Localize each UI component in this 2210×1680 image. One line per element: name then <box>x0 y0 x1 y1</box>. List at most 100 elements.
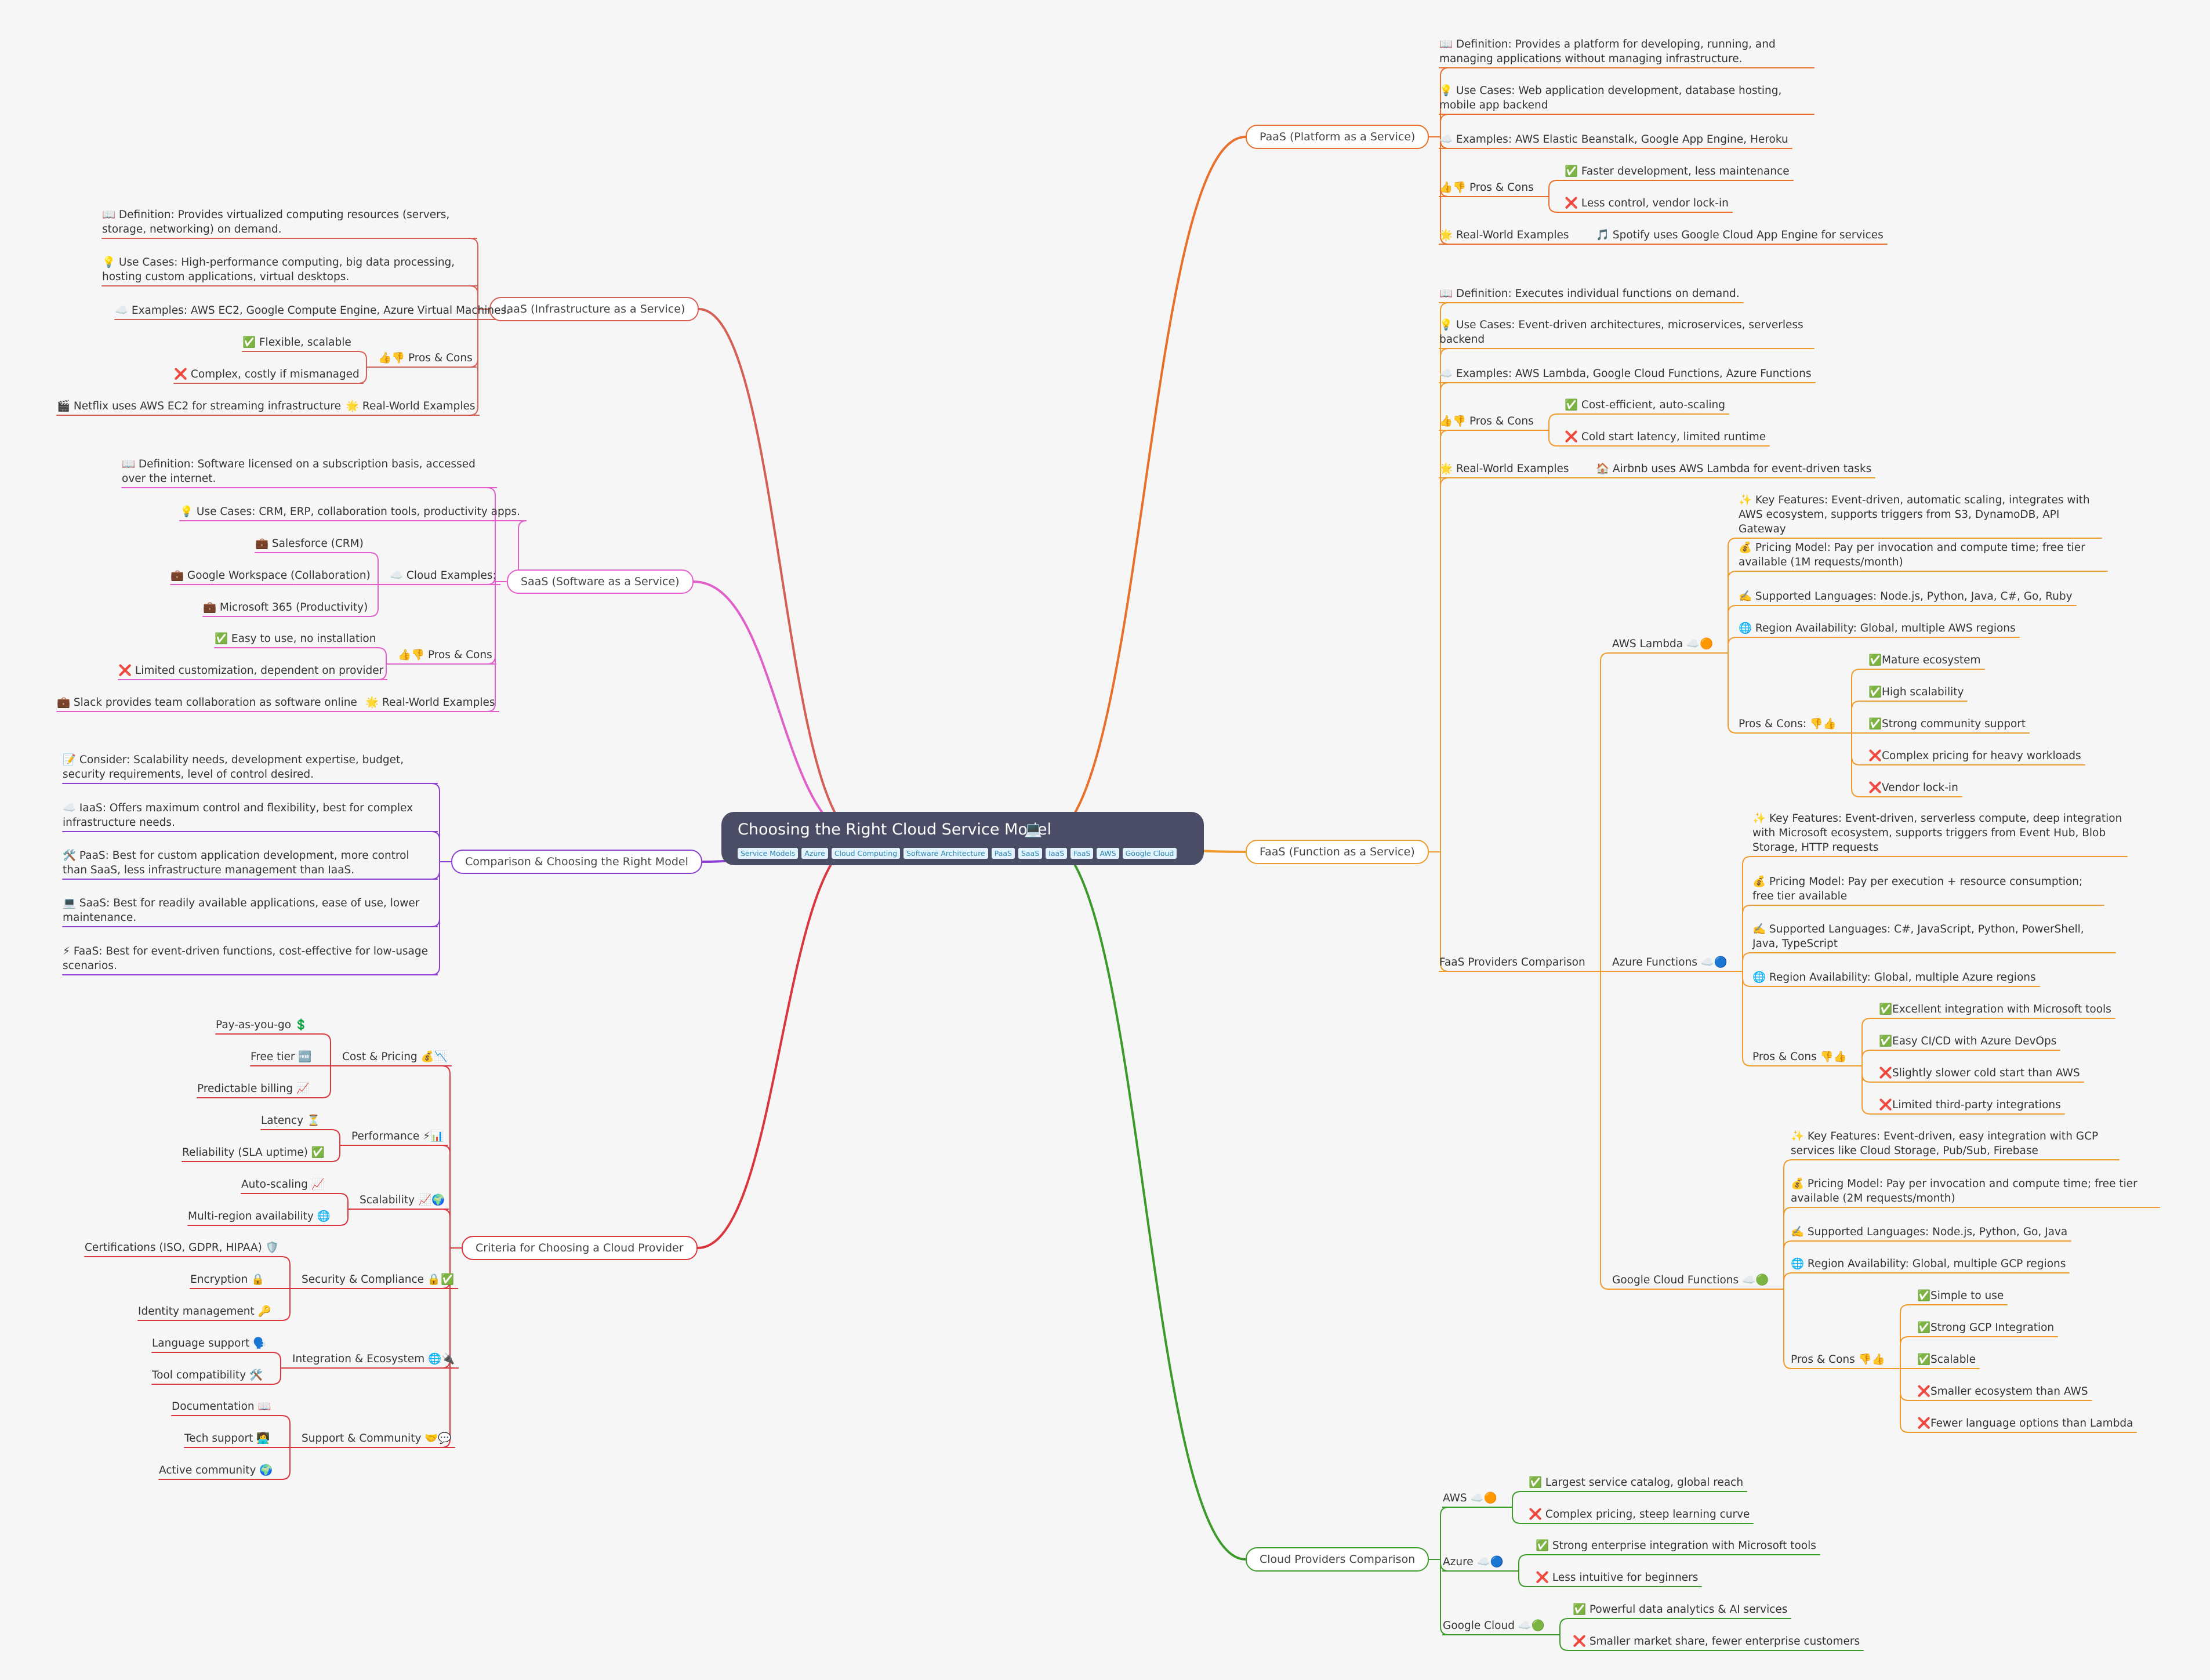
aws-lambda-item[interactable]: ❌Vendor lock-in <box>1868 782 1958 794</box>
aws-lambda-item[interactable]: ✅Strong community support <box>1868 718 2026 730</box>
google-cloud-functions-languages[interactable]: ✍️ Supported Languages: Node.js, Python,… <box>1791 1226 2068 1238</box>
topic-faas[interactable]: FaaS (Function as a Service) <box>1246 840 1429 864</box>
azure-functions-item[interactable]: ❌Limited third-party integrations <box>1879 1099 2061 1111</box>
azure-functions-regions[interactable]: 🌐 Region Availability: Global, multiple … <box>1752 971 2036 984</box>
saas-pros-cons[interactable]: 👍👎 Pros & Cons <box>398 649 492 661</box>
aws-lambda-key-features[interactable]: ✨ Key Features: Event-driven, automatic … <box>1739 494 2090 535</box>
google-cloud-functions-item[interactable]: ❌Fewer language options than Lambda <box>1917 1417 2133 1429</box>
paas-con[interactable]: ❌ Less control, vendor lock-in <box>1565 197 1729 209</box>
saas-real-world-item[interactable]: 💼 Slack provides team collaboration as s… <box>57 696 357 709</box>
faas-con[interactable]: ❌ Cold start latency, limited runtime <box>1565 431 1766 443</box>
provider-google-cloud-con[interactable]: ❌ Smaller market share, fewer enterprise… <box>1573 1635 1860 1648</box>
topic-criteria[interactable]: Criteria for Choosing a Cloud Provider <box>462 1236 698 1260</box>
iaas-use-cases[interactable]: 💡 Use Cases: High-performance computing,… <box>102 256 455 283</box>
aws-lambda[interactable]: AWS Lambda ☁️🟠 <box>1612 638 1713 650</box>
criteria-item[interactable]: Tech support 👩‍💻 <box>184 1432 270 1445</box>
google-cloud-functions-regions[interactable]: 🌐 Region Availability: Global, multiple … <box>1791 1258 2066 1270</box>
paas-examples[interactable]: ☁️ Examples: AWS Elastic Beanstalk, Goog… <box>1439 133 1788 146</box>
google-cloud-functions-key-features[interactable]: ✨ Key Features: Event-driven, easy integ… <box>1791 1130 2099 1157</box>
saas-cloud-item[interactable]: 💼 Salesforce (CRM) <box>255 538 364 550</box>
paas-use-cases[interactable]: 💡 Use Cases: Web application development… <box>1439 85 1782 111</box>
google-cloud-functions-item[interactable]: ❌Smaller ecosystem than AWS <box>1917 1385 2088 1398</box>
criteria-item[interactable]: Active community 🌍 <box>159 1464 273 1476</box>
google-cloud-functions-pros-cons[interactable]: Pros & Cons 👎👍 <box>1791 1354 1885 1366</box>
faas-providers-comparison[interactable]: FaaS Providers Comparison <box>1439 956 1585 968</box>
aws-lambda-regions[interactable]: 🌐 Region Availability: Global, multiple … <box>1739 622 2016 634</box>
faas-examples[interactable]: ☁️ Examples: AWS Lambda, Google Cloud Fu… <box>1439 368 1812 380</box>
criteria-item[interactable]: Multi-region availability 🌐 <box>188 1210 331 1222</box>
criteria-group-cost[interactable]: Cost & Pricing 💰📉 <box>342 1051 448 1063</box>
comparison-item[interactable]: 📝 Consider: Scalability needs, developme… <box>63 754 404 781</box>
tag[interactable]: Software Architecture <box>903 848 988 859</box>
azure-functions-key-features[interactable]: ✨ Key Features: Event-driven, serverless… <box>1752 812 2122 854</box>
aws-lambda-pros-cons[interactable]: Pros & Cons: 👎👍 <box>1739 718 1837 730</box>
azure-functions-pros-cons[interactable]: Pros & Cons 👎👍 <box>1752 1051 1847 1063</box>
tag[interactable]: AWS <box>1097 848 1119 859</box>
iaas-pros-cons[interactable]: 👍👎 Pros & Cons <box>378 352 473 364</box>
criteria-item[interactable]: Encryption 🔒 <box>190 1273 265 1286</box>
topic-comparison[interactable]: Comparison & Choosing the Right Model <box>451 850 702 874</box>
root-topic[interactable]: Choosing the Right Cloud Service Model 💻… <box>721 812 1204 865</box>
saas-definition[interactable]: 📖 Definition: Software licensed on a sub… <box>122 458 476 485</box>
iaas-definition[interactable]: 📖 Definition: Provides virtualized compu… <box>102 209 450 235</box>
criteria-group-integration[interactable]: Integration & Ecosystem 🌐🔌 <box>292 1353 455 1365</box>
criteria-item[interactable]: Latency ⏳ <box>261 1115 321 1127</box>
criteria-item[interactable]: Reliability (SLA uptime) ✅ <box>182 1146 325 1159</box>
criteria-group-scalability[interactable]: Scalability 📈🌍 <box>360 1194 445 1206</box>
tag[interactable]: Service Models <box>738 848 799 859</box>
faas-definition[interactable]: 📖 Definition: Executes individual functi… <box>1439 288 1740 300</box>
faas-real-world[interactable]: 🌟 Real-World Examples <box>1439 463 1569 475</box>
topic-saas[interactable]: SaaS (Software as a Service) <box>507 569 694 594</box>
paas-pro[interactable]: ✅ Faster development, less maintenance <box>1565 165 1790 177</box>
tag[interactable]: IaaS <box>1046 848 1068 859</box>
azure-functions-item[interactable]: ❌Slightly slower cold start than AWS <box>1879 1067 2080 1079</box>
iaas-con[interactable]: ❌ Complex, costly if mismanaged <box>174 368 360 380</box>
aws-lambda-item[interactable]: ✅Mature ecosystem <box>1868 654 1981 666</box>
faas-use-cases[interactable]: 💡 Use Cases: Event-driven architectures,… <box>1439 319 1803 346</box>
saas-real-world[interactable]: 🌟 Real-World Examples <box>365 696 495 709</box>
saas-con[interactable]: ❌ Limited customization, dependent on pr… <box>118 665 384 677</box>
topic-iaas[interactable]: IaaS (Infrastructure as a Service) <box>489 297 699 321</box>
azure-functions-pricing[interactable]: 💰 Pricing Model: Pay per execution + res… <box>1752 876 2083 902</box>
comparison-item[interactable]: 💻 SaaS: Best for readily available appli… <box>63 897 420 924</box>
provider-azure-con[interactable]: ❌ Less intuitive for beginners <box>1536 1572 1699 1584</box>
google-cloud-functions-item[interactable]: ✅Simple to use <box>1917 1290 2004 1302</box>
saas-cloud-item[interactable]: 💼 Microsoft 365 (Productivity) <box>203 601 368 614</box>
criteria-item[interactable]: Auto-scaling 📈 <box>241 1178 325 1191</box>
google-cloud-functions[interactable]: Google Cloud Functions ☁️🟢 <box>1612 1274 1769 1286</box>
paas-pros-cons[interactable]: 👍👎 Pros & Cons <box>1439 182 1534 194</box>
aws-lambda-item[interactable]: ✅High scalability <box>1868 686 1964 698</box>
iaas-examples[interactable]: ☁️ Examples: AWS EC2, Google Compute Eng… <box>115 304 510 317</box>
provider-azure[interactable]: Azure ☁️🔵 <box>1443 1556 1504 1568</box>
comparison-item[interactable]: ☁️ IaaS: Offers maximum control and flex… <box>63 802 413 829</box>
criteria-group-security[interactable]: Security & Compliance 🔒✅ <box>302 1273 455 1286</box>
saas-cloud-examples[interactable]: ☁️ Cloud Examples: <box>390 569 496 582</box>
criteria-item[interactable]: Language support 🗣️ <box>152 1337 267 1349</box>
saas-cloud-item[interactable]: 💼 Google Workspace (Collaboration) <box>170 569 371 582</box>
paas-real-world-item[interactable]: 🎵 Spotify uses Google Cloud App Engine f… <box>1596 229 1884 241</box>
criteria-group-support[interactable]: Support & Community 🤝💬 <box>302 1432 452 1445</box>
tag[interactable]: Google Cloud <box>1122 848 1177 859</box>
aws-lambda-pricing[interactable]: 💰 Pricing Model: Pay per invocation and … <box>1739 542 2085 568</box>
provider-google-cloud[interactable]: Google Cloud ☁️🟢 <box>1443 1620 1545 1632</box>
aws-lambda-item[interactable]: ❌Complex pricing for heavy workloads <box>1868 750 2081 762</box>
criteria-item[interactable]: Certifications (ISO, GDPR, HIPAA) 🛡️ <box>85 1242 279 1254</box>
provider-google-cloud-pro[interactable]: ✅ Powerful data analytics & AI services <box>1573 1603 1788 1616</box>
provider-azure-pro[interactable]: ✅ Strong enterprise integration with Mic… <box>1536 1540 1816 1552</box>
google-cloud-functions-item[interactable]: ✅Scalable <box>1917 1354 1976 1366</box>
tag[interactable]: Cloud Computing <box>831 848 901 859</box>
criteria-item[interactable]: Predictable billing 📈 <box>197 1083 310 1095</box>
aws-lambda-languages[interactable]: ✍️ Supported Languages: Node.js, Python,… <box>1739 590 2073 603</box>
comparison-item[interactable]: 🛠️ PaaS: Best for custom application dev… <box>63 850 409 876</box>
azure-functions-item[interactable]: ✅Excellent integration with Microsoft to… <box>1879 1003 2111 1015</box>
criteria-group-performance[interactable]: Performance ⚡📊 <box>351 1130 444 1142</box>
iaas-real-world[interactable]: 🌟 Real-World Examples <box>346 400 476 412</box>
criteria-item[interactable]: Documentation 📖 <box>172 1400 271 1413</box>
criteria-item[interactable]: Tool compatibility 🛠️ <box>152 1369 263 1381</box>
tag[interactable]: SaaS <box>1018 848 1043 859</box>
provider-aws[interactable]: AWS ☁️🟠 <box>1443 1492 1497 1504</box>
criteria-item[interactable]: Free tier 🆓 <box>251 1051 312 1063</box>
faas-real-world-item[interactable]: 🏠 Airbnb uses AWS Lambda for event-drive… <box>1596 463 1872 475</box>
topic-cloud-providers[interactable]: Cloud Providers Comparison <box>1246 1547 1429 1572</box>
iaas-pro[interactable]: ✅ Flexible, scalable <box>242 336 351 349</box>
